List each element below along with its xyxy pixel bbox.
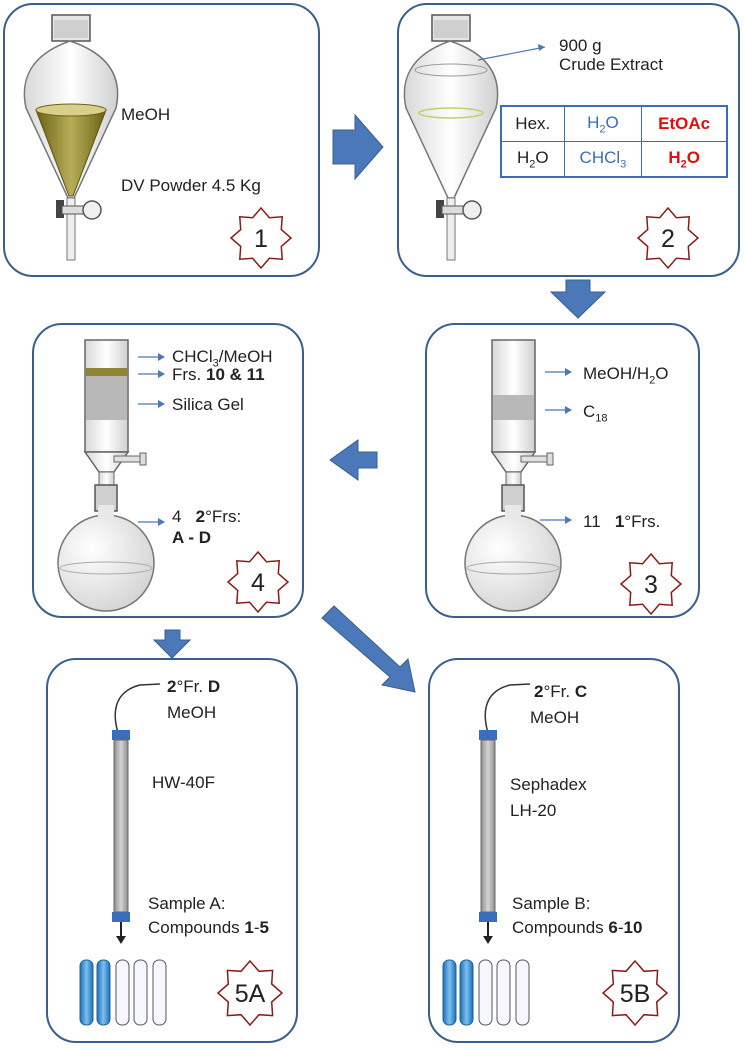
step3-fractions: 11 1°Frs.: [583, 512, 661, 531]
step2-amount: 900 g: [559, 36, 602, 55]
star-number-5b: 5B: [620, 980, 651, 1008]
step1-material: DV Powder 4.5 Kg: [121, 176, 261, 195]
partition-table: Hex. H2O EtOAc H2O CHCl3 H2O: [500, 105, 728, 178]
step4-frs-prefix: Frs.: [172, 365, 202, 384]
step5b-resin-line1: Sephadex: [510, 775, 587, 794]
star-badge-4: [226, 550, 290, 614]
partition-cell: H2O: [500, 141, 565, 178]
arrow-down-icon: [549, 279, 607, 319]
step4-fractions-count: 4: [172, 507, 182, 526]
step5a-resin: HW-40F: [152, 773, 215, 792]
step5a-fraction: 2°Fr. D: [167, 677, 221, 696]
star-number-3: 3: [644, 571, 658, 599]
star-badge-3: [619, 552, 683, 616]
step4-eluent: CHCl3/MeOH: [172, 347, 273, 370]
partition-cell: CHCl3: [563, 141, 643, 178]
separatory-funnel-2: [403, 14, 499, 261]
star-number-2: 2: [661, 225, 675, 253]
step1-solvent: MeOH: [121, 105, 171, 124]
star-badge-5b: [601, 959, 669, 1027]
arrow-diagonal-icon: [321, 605, 416, 693]
separatory-funnel-1: [23, 14, 119, 261]
step4-fractions-source: Frs. 10 & 11: [172, 365, 265, 385]
star-badge-5a: [216, 959, 284, 1027]
step5a-compounds: Compounds 1-5: [148, 918, 270, 937]
step4-frs-bold: 10 & 11: [206, 365, 265, 384]
step3-eluent: MeOH/H2O: [583, 364, 669, 387]
step5b-compounds: Compounds 6-10: [512, 918, 643, 937]
column-5a: [112, 683, 161, 944]
test-tubes-5b: [442, 959, 530, 1026]
partition-cell: H2O: [563, 105, 643, 142]
star-badge-1: [229, 206, 293, 270]
step5b-sample: Sample B:: [512, 894, 591, 913]
step5b-resin-line2: LH-20: [510, 801, 557, 820]
star-number-1: 1: [254, 225, 268, 253]
arrow-left-icon: [329, 439, 378, 481]
step3-fractions-count: 11: [583, 512, 601, 531]
step4-fractions-range: A - D: [172, 528, 212, 547]
step5a-sample: Sample A:: [148, 894, 226, 913]
step5a-solvent: MeOH: [167, 703, 217, 722]
step5b-fraction-bold: C: [574, 682, 588, 701]
step5b-solvent: MeOH: [530, 708, 580, 727]
step5b-fraction: 2°Fr. C: [534, 682, 588, 701]
partition-cell: Hex.: [500, 105, 565, 142]
step5b-compounds-prefix: Compounds: [512, 918, 604, 937]
arrow-right-icon: [332, 113, 384, 181]
column-5b: [479, 683, 531, 944]
step5a-fraction-bold: D: [207, 677, 221, 696]
partition-cell: H2O: [641, 141, 728, 178]
partition-cell: EtOAc: [641, 105, 728, 142]
step4-fractions: 4 2°Frs:: [172, 507, 242, 526]
step4-phase: Silica Gel: [172, 395, 244, 414]
test-tubes-5a: [79, 959, 167, 1026]
step5a-compounds-prefix: Compounds: [148, 918, 240, 937]
step3-phase: C18: [583, 402, 608, 425]
star-badge-2: [636, 206, 700, 270]
c18-column-apparatus: [464, 339, 562, 612]
star-number-5a: 5A: [235, 980, 266, 1008]
arrow-down-small-icon: [152, 629, 192, 659]
star-number-4: 4: [251, 569, 265, 597]
step2-extract: Crude Extract: [559, 55, 663, 74]
silica-column-apparatus: [57, 339, 155, 612]
